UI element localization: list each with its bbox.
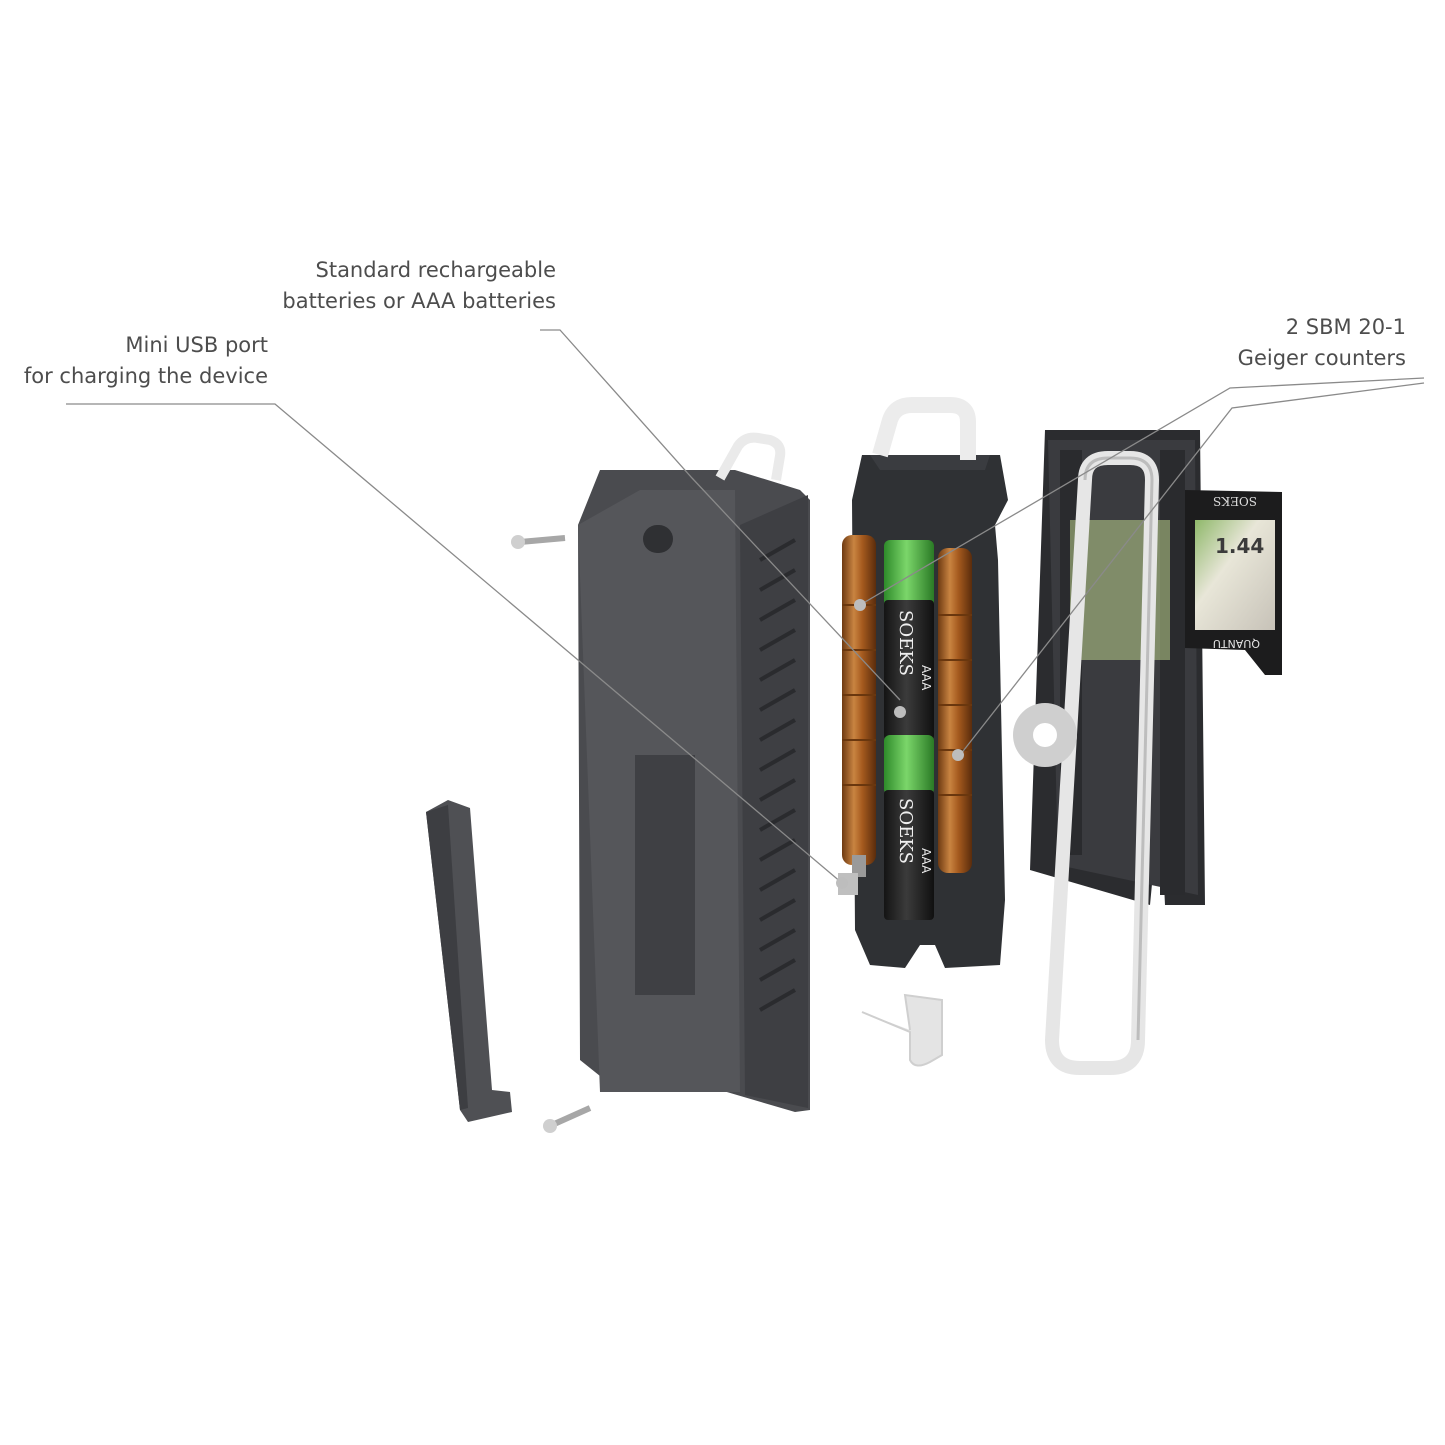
screw-bottom: [543, 1105, 592, 1133]
battery-size: AAA: [919, 848, 933, 874]
display-model: QUANTU: [1213, 637, 1260, 650]
bottom-clip: [861, 993, 943, 1067]
geiger-tube-left: [842, 535, 876, 877]
battery-brand: SOEKS: [895, 610, 916, 676]
display-reading: 1.44: [1215, 534, 1264, 558]
display-brand: SOEKS: [1213, 494, 1257, 508]
aaa-battery-top: SOEKS AAA: [884, 540, 934, 740]
leader-dots: [836, 599, 964, 889]
callout-geiger: 2 SBM 20-1 Geiger counters: [1180, 312, 1406, 374]
battery-door-edge: [426, 805, 468, 1110]
board-clip: [872, 397, 976, 460]
vent-slots: [759, 538, 796, 1012]
main-housing: [578, 470, 810, 1112]
back-cover: [1030, 430, 1205, 905]
leader-geiger-right: [959, 382, 1425, 756]
leader-batteries: [540, 329, 901, 701]
callout-usb-line1: Mini USB port: [125, 333, 268, 357]
aaa-battery-bottom: SOEKS AAA: [884, 735, 934, 920]
callout-batteries: Standard rechargeable batteries or AAA b…: [240, 255, 556, 317]
callout-batteries-line2: batteries or AAA batteries: [282, 289, 556, 313]
leader-lines: [66, 329, 1425, 884]
leader-geiger-left: [864, 377, 1425, 603]
callout-geiger-line2: Geiger counters: [1237, 346, 1406, 370]
geiger-tube-right: [938, 548, 972, 873]
leader-usb: [66, 403, 843, 884]
battery-brand: SOEKS: [895, 798, 916, 864]
belt-clip: [1013, 451, 1160, 1075]
housing-hanger: [715, 432, 786, 481]
callout-usb: Mini USB port for charging the device: [0, 330, 268, 392]
callout-batteries-line1: Standard rechargeable: [315, 258, 557, 282]
callout-geiger-line1: 2 SBM 20-1: [1285, 315, 1406, 339]
screw-top: [511, 535, 566, 549]
battery-size: AAA: [919, 665, 933, 691]
callout-usb-line2: for charging the device: [23, 364, 268, 388]
